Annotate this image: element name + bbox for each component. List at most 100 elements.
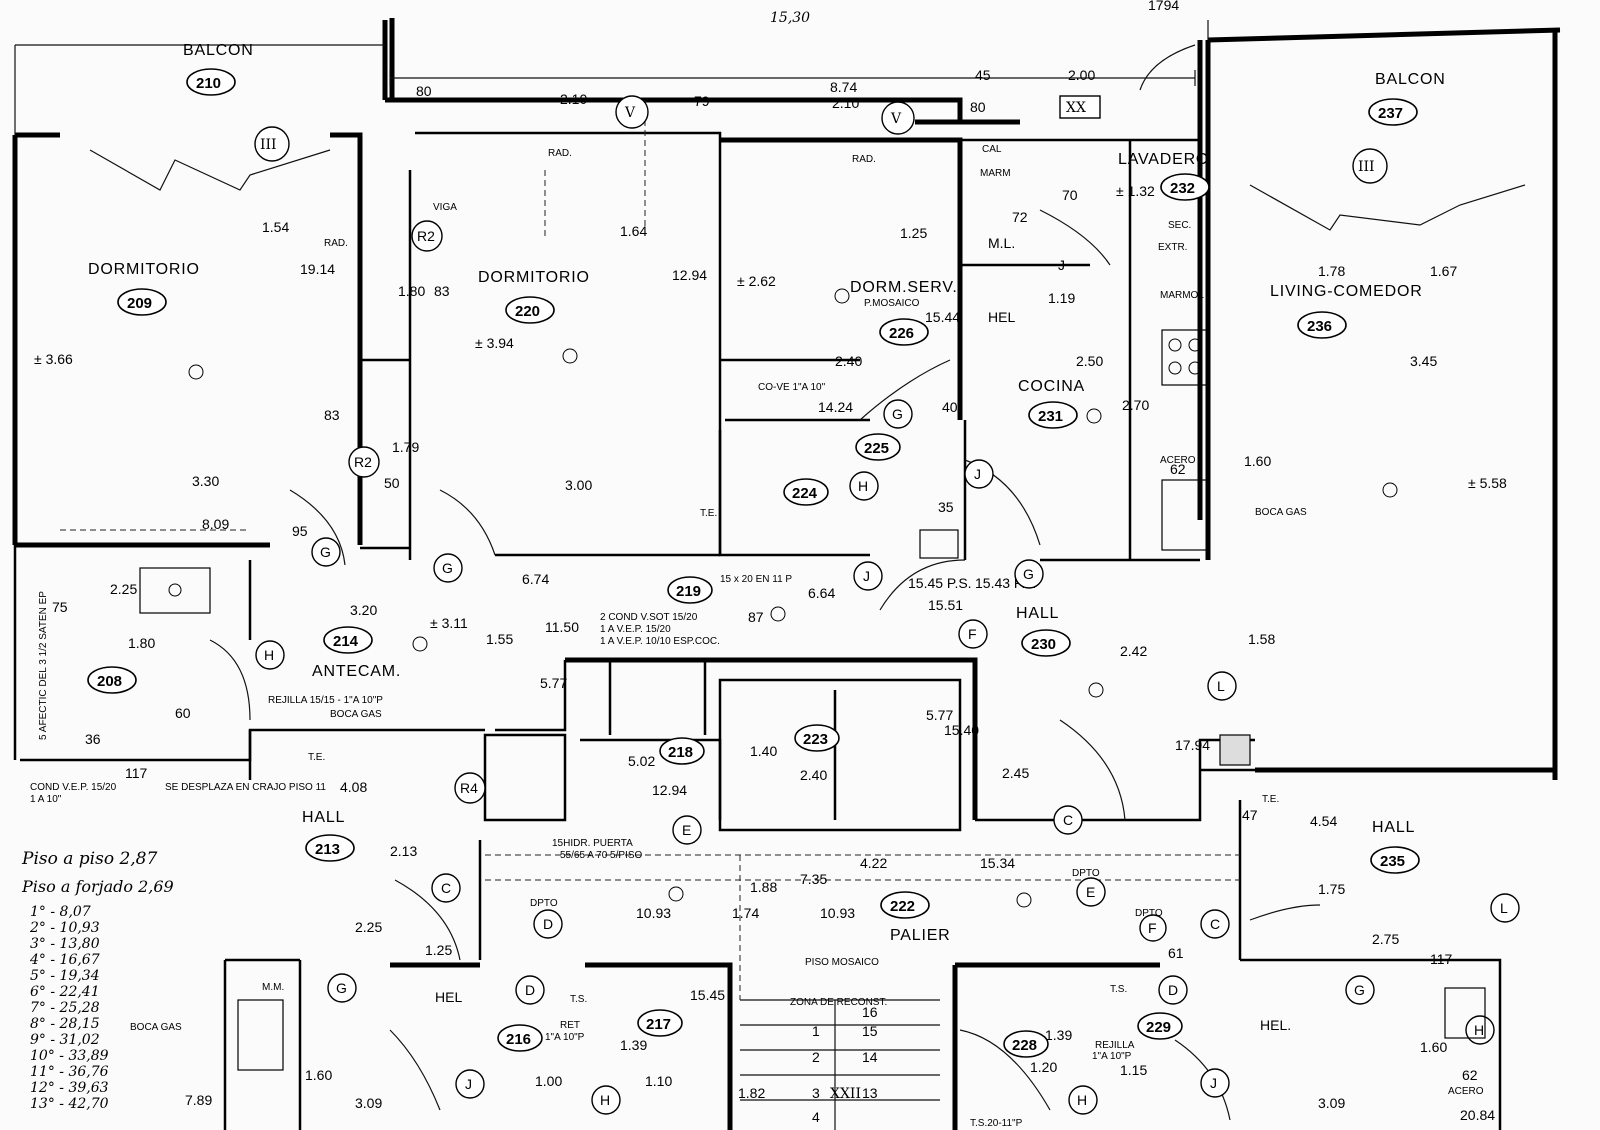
floor-level-6: 6° - 22,41 <box>30 984 100 1000</box>
dim-311: ± 3.11 <box>430 615 468 631</box>
dim-422: 4.22 <box>860 855 887 871</box>
room-name-dorm-serv: DORM.SERV. <box>850 279 958 296</box>
label-cond-1: 2 COND V.SOT 15/20 <box>600 612 698 623</box>
label-cond-ve: COND V.E.P. 15/20 <box>30 782 117 793</box>
room-code-223: 223 <box>803 731 828 748</box>
floor-level-7: 7° - 25,28 <box>30 1000 100 1016</box>
dim-674: 6.74 <box>522 571 549 587</box>
label-boca-gas-2: BOCA GAS <box>130 1022 182 1033</box>
dim-225: 2.25 <box>110 581 137 597</box>
label-cond-2: 1 A V.E.P. 15/20 <box>600 624 671 635</box>
dim-502: 5.02 <box>628 753 655 769</box>
dim-179: 1.79 <box>392 439 419 455</box>
dim-1540: 15.40 <box>944 722 979 738</box>
symbol-l-1: L <box>1217 678 1225 694</box>
label-ml: M.L. <box>988 235 1015 251</box>
dim-577a: 5.77 <box>540 675 567 691</box>
dim-158: 1.58 <box>1248 631 1275 647</box>
label-rad-3: RAD. <box>324 238 348 249</box>
dim-117b: 117 <box>1430 951 1453 967</box>
dim-240: 2.40 <box>835 353 862 369</box>
symbol-g-4: G <box>1023 566 1034 582</box>
dim-180: 1.80 <box>398 283 425 299</box>
dim-120: 1.20 <box>1030 1059 1057 1075</box>
label-ts-1: T.S. <box>570 994 587 1005</box>
label-boca-gas-3: BOCA GAS <box>330 709 382 720</box>
floor-level-9: 9° - 31,02 <box>30 1032 100 1048</box>
symbol-j-3: J <box>465 1076 472 1092</box>
room-name-hall-230: HALL <box>1016 605 1059 622</box>
room-code-228: 228 <box>1012 1037 1037 1054</box>
dim-1424: 14.24 <box>818 399 853 415</box>
stair-4: 4 <box>812 1109 820 1125</box>
dim-454: 4.54 <box>1310 813 1337 829</box>
dim-160a: 1.60 <box>1244 453 1271 469</box>
dim-132: ± 1.32 <box>1116 183 1155 199</box>
dim-110: 1.10 <box>645 1073 672 1089</box>
dim-408: 4.08 <box>340 779 367 795</box>
label-rejilla-2: REJILLA <box>1095 1040 1135 1051</box>
dim-62a: 62 <box>1170 461 1186 477</box>
dim-1545b: 15.45 <box>690 987 725 1003</box>
dim-47: 47 <box>1242 807 1258 823</box>
symbol-g-5: G <box>336 980 347 996</box>
note-title-2: Piso a forjado 2,69 <box>21 877 174 896</box>
label-hidro: 15HIDR. PUERTA <box>552 838 633 849</box>
stair-13: 13 <box>862 1085 878 1101</box>
label-cal: CAL <box>982 144 1002 155</box>
dim-240b: 2.40 <box>800 767 827 783</box>
room-name-antecam: ANTECAM. <box>312 663 401 680</box>
dim-275: 2.75 <box>1372 931 1399 947</box>
room-code-232: 232 <box>1170 180 1195 197</box>
dim-1534: 15.34 <box>980 855 1015 871</box>
stair-16: 16 <box>862 1004 878 1020</box>
room-name-living: LIVING-COMEDOR <box>1270 283 1423 300</box>
dim-79: 79 <box>694 93 710 109</box>
label-dpto-d: DPTO <box>530 898 558 909</box>
room-tags: BALCON 210 DORMITORIO 209 DORMITORIO 220… <box>87 42 1446 1058</box>
dim-1551: 15.51 <box>928 597 963 613</box>
dim-242: 2.42 <box>1120 643 1147 659</box>
dim-40: 40 <box>942 399 958 415</box>
room-code-231: 231 <box>1038 408 1063 425</box>
dim-61: 61 <box>1168 945 1184 961</box>
dim-210b: 2.10 <box>832 95 859 111</box>
stair-2: 2 <box>812 1049 820 1065</box>
roman-xx: XX <box>1066 100 1086 116</box>
room-name-balcon-right: BALCON <box>1375 71 1446 88</box>
dim-167: 1.67 <box>1430 263 1457 279</box>
symbol-l-2: L <box>1500 900 1508 916</box>
dim-178: 1.78 <box>1318 263 1345 279</box>
symbol-g-3: G <box>892 406 903 422</box>
label-marmol: MARMOL <box>1160 290 1204 301</box>
dim-36: 36 <box>85 731 101 747</box>
dim-125: 1.25 <box>900 225 927 241</box>
symbol-g-6: G <box>1354 982 1365 998</box>
dim-210a: 2.10 <box>560 91 587 107</box>
fixtures <box>139 288 1486 1071</box>
room-code-236: 236 <box>1307 318 1332 335</box>
floor-level-13: 13° - 42,70 <box>30 1096 109 1112</box>
label-hel-2: HEL <box>435 989 462 1005</box>
dim-789: 7.89 <box>185 1092 212 1108</box>
symbol-f-1: F <box>968 626 977 642</box>
label-hel-3: HEL. <box>1260 1017 1291 1033</box>
dim-50: 50 <box>384 475 400 491</box>
room-code-235: 235 <box>1380 853 1405 870</box>
dim-139a: 1.39 <box>620 1037 647 1053</box>
symbol-e-2: E <box>1086 884 1095 900</box>
dim-100: 1.00 <box>535 1073 562 1089</box>
label-te-2: T.E. <box>308 752 325 763</box>
room-code-225: 225 <box>864 440 889 457</box>
dim-1093a: 10.93 <box>636 905 671 921</box>
dim-45: 45 <box>975 67 991 83</box>
dim-262: ± 2.62 <box>737 273 776 289</box>
symbol-h-3: H <box>600 1092 610 1108</box>
floor-level-4: 4° - 16,67 <box>29 952 100 968</box>
dim-83b: 83 <box>324 407 340 423</box>
dim-809: 8.09 <box>202 516 229 532</box>
symbol-c-3: C <box>1210 916 1220 932</box>
dim-80a: 80 <box>416 83 432 99</box>
